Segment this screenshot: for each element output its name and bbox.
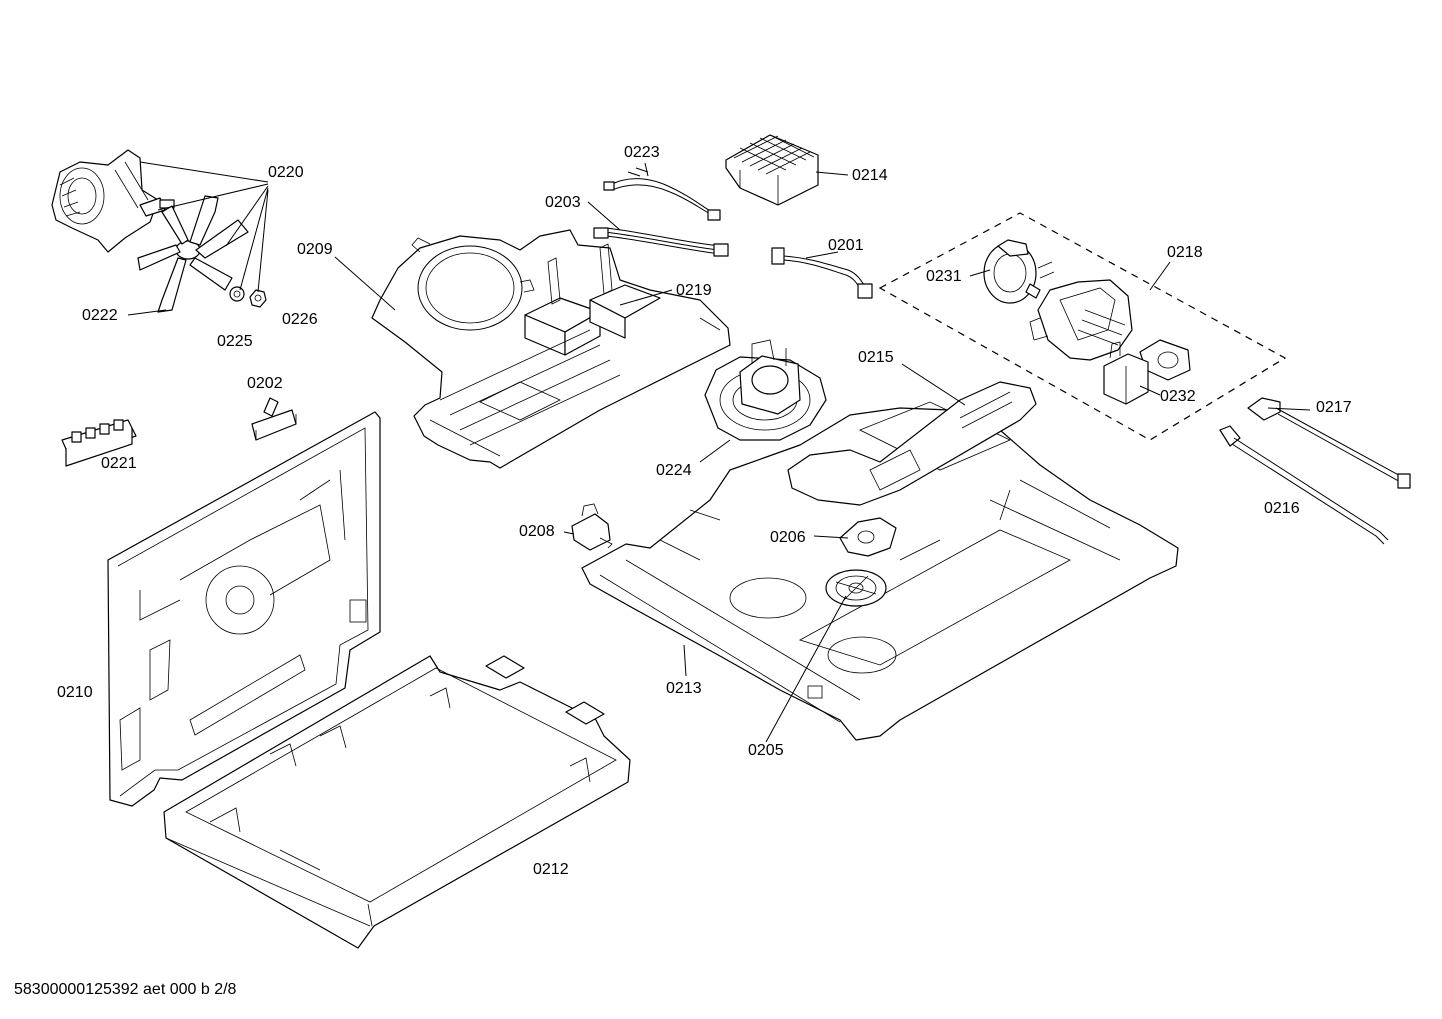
part-tangential-fan <box>704 339 827 441</box>
callout-labels: 0220 0222 0225 0226 0209 0223 0203 0214 … <box>57 144 1352 878</box>
part-cooling-fan-housing <box>371 229 731 469</box>
part-cable-0223 <box>603 167 721 221</box>
part-lock-mechanism <box>1029 279 1133 361</box>
part-temperature-switch <box>571 503 613 551</box>
part-washer <box>229 286 245 302</box>
callout-0209: 0209 <box>297 241 333 258</box>
callout-0215: 0215 <box>858 349 894 366</box>
callout-0213: 0213 <box>666 680 702 697</box>
document-id: 58300000125392 aet 000 b 2/8 <box>14 981 237 998</box>
callout-0201: 0201 <box>828 237 864 254</box>
callout-0214: 0214 <box>852 167 888 184</box>
part-fan-hub <box>839 517 897 557</box>
leader-lines <box>127 161 1311 743</box>
part-top-cover <box>581 401 1179 741</box>
callout-0205: 0205 <box>748 742 784 759</box>
callout-0220: 0220 <box>268 164 304 181</box>
callout-0203: 0203 <box>545 194 581 211</box>
part-air-duct <box>787 381 1037 506</box>
part-cable-0201 <box>771 247 873 299</box>
part-grille-block <box>725 134 819 206</box>
part-rod-0217 <box>1247 397 1411 489</box>
callout-0221: 0221 <box>101 455 137 472</box>
part-fan-cover <box>825 569 887 607</box>
callout-0212: 0212 <box>533 861 569 878</box>
part-cable-0203 <box>593 227 729 257</box>
part-nut <box>249 289 267 308</box>
part-bottom-tray <box>163 655 631 949</box>
callout-0225: 0225 <box>217 333 253 350</box>
callout-0223: 0223 <box>624 144 660 161</box>
callout-0219: 0219 <box>676 282 712 299</box>
callout-0208: 0208 <box>519 523 555 540</box>
part-connector <box>251 397 297 441</box>
part-fan-blade <box>137 195 249 313</box>
callout-0222: 0222 <box>82 307 118 324</box>
part-micro-switch <box>1103 341 1149 405</box>
callout-0216: 0216 <box>1264 500 1300 517</box>
part-fan-motor <box>51 149 175 253</box>
callout-0210: 0210 <box>57 684 93 701</box>
part-lock-motor <box>983 239 1055 304</box>
callout-0224: 0224 <box>656 462 692 479</box>
door-lock-assembly-outline <box>878 212 1287 441</box>
callout-0226: 0226 <box>282 311 318 328</box>
part-rod-0216 <box>1219 425 1389 545</box>
callout-0232: 0232 <box>1160 388 1196 405</box>
callout-0231: 0231 <box>926 268 962 285</box>
callout-0202: 0202 <box>247 375 283 392</box>
callout-0206: 0206 <box>770 529 806 546</box>
callout-0217: 0217 <box>1316 399 1352 416</box>
part-terminal-block <box>61 419 137 467</box>
callout-0218: 0218 <box>1167 244 1203 261</box>
part-rear-panel <box>107 411 381 807</box>
